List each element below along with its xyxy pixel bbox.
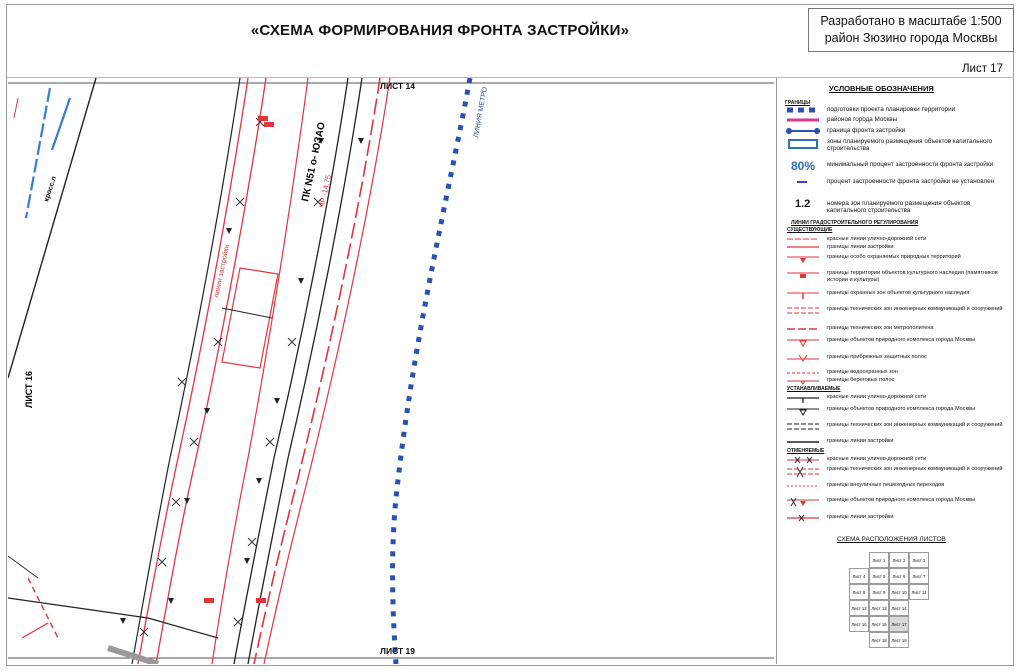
bottom-gray-road bbox=[107, 645, 159, 664]
black-line-3 bbox=[247, 78, 363, 664]
black-tech-symbol bbox=[787, 423, 819, 430]
sheet-cell: Лист 16 bbox=[849, 616, 869, 632]
legend-section-bounds: ГРАНИЦЫ bbox=[785, 100, 811, 106]
sheet-cell: Лист 5 bbox=[869, 568, 889, 584]
sheet-cell: Лист 7 bbox=[909, 568, 929, 584]
cancel-building-symbol bbox=[787, 514, 819, 522]
diag-black-line bbox=[8, 78, 97, 379]
triangle-marks bbox=[120, 138, 364, 624]
metro-tech-symbol bbox=[787, 328, 819, 330]
sheet-cell: Лист 14 bbox=[889, 600, 909, 616]
sheet-cell: Лист 12 bbox=[849, 600, 869, 616]
map-title: «СХЕМА ФОРМИРОВАНИЯ ФРОНТА ЗАСТРОЙКИ» bbox=[250, 22, 630, 39]
header-divider bbox=[6, 77, 1014, 78]
sheet-left-label: ЛИСТ 16 bbox=[24, 371, 34, 408]
magenta-line-symbol bbox=[787, 118, 819, 122]
sheet-top-label: ЛИСТ 14 bbox=[380, 81, 416, 91]
heritage-zone-symbol bbox=[787, 292, 819, 299]
zone-box-symbol bbox=[788, 139, 818, 149]
sheet-frame bbox=[6, 4, 1014, 666]
sheet-cell: Лист 9 bbox=[869, 584, 889, 600]
blue-line-b bbox=[50, 97, 72, 151]
shore-line-symbol bbox=[787, 380, 819, 385]
legend-title: УСЛОВНЫЕ ОБОЗНАЧЕНИЯ bbox=[829, 84, 934, 93]
sheet-cell: Лист 11 bbox=[909, 584, 929, 600]
legend-panel: УСЛОВНЫЕ ОБОЗНАЧЕНИЯ ГРАНИЦЫ подготовки … bbox=[776, 78, 1013, 664]
water-zone-symbol bbox=[787, 372, 819, 374]
red-line-symbol bbox=[787, 246, 819, 248]
tech-zone-symbol bbox=[787, 307, 819, 314]
sheet-layout-title: СХЕМА РАСПОЛОЖЕНИЯ ЛИСТОВ bbox=[837, 536, 946, 543]
bottom-left-line bbox=[8, 555, 39, 579]
legend-section-existing: СУЩЕСТВУЮЩИЕ bbox=[787, 227, 833, 233]
red-markers bbox=[204, 116, 274, 603]
red-line-1 bbox=[137, 78, 249, 664]
legend-section-established: УСТАНАВЛИВАЕМЫЕ bbox=[787, 386, 841, 392]
district-name: район Зюзино города Москвы bbox=[824, 31, 998, 45]
sheet-bottom-label: ЛИСТ 19 bbox=[380, 646, 416, 656]
red-dash-line bbox=[253, 78, 381, 664]
sheet-cell-current: Лист 17 bbox=[889, 616, 909, 632]
sheet-cell: Лист 3 bbox=[909, 552, 929, 568]
sheet-layout-grid: Лист 1 Лист 2 Лист 3 Лист 4 Лист 5 Лист … bbox=[849, 552, 949, 648]
legend-section-cancelled: ОТМЕНЯЕМЫЕ bbox=[787, 448, 825, 454]
metro-line-label: ЛИНИЯ МЕТРО bbox=[473, 86, 489, 138]
metro-line bbox=[390, 78, 473, 664]
bottom-red-dash bbox=[27, 577, 59, 639]
blue-dash-symbol bbox=[797, 181, 807, 183]
cross-marks bbox=[139, 117, 323, 637]
sheet-cell: Лист 1 bbox=[869, 552, 889, 568]
red-line-4 bbox=[263, 78, 391, 664]
protected-area-symbol bbox=[787, 256, 819, 263]
black-line-2 bbox=[233, 78, 349, 664]
black-line-1 bbox=[131, 78, 241, 664]
sheet-cell: Лист 8 bbox=[849, 584, 869, 600]
cancel-crossing-symbol bbox=[787, 485, 819, 487]
pct-symbol: 80% bbox=[791, 159, 816, 173]
nature-complex-symbol bbox=[787, 339, 819, 347]
red-line-3 bbox=[211, 78, 309, 664]
zone-block bbox=[221, 267, 279, 369]
map-area: ЛИСТ 16 ПК N51 о- ЮЗАО ЧР -14.75 ЛИНИЯ М… bbox=[8, 78, 774, 664]
red-dash-symbol bbox=[787, 238, 819, 240]
block-line bbox=[221, 307, 273, 319]
scale-stamp: Разработано в масштабе 1:500 район Зюзин… bbox=[808, 8, 1014, 52]
heritage-symbol bbox=[787, 272, 819, 278]
red-line-2 bbox=[155, 78, 267, 664]
cross-label: кросс.л bbox=[43, 176, 58, 203]
front-line-symbol bbox=[786, 128, 820, 134]
blue-line-a bbox=[24, 87, 52, 219]
blue-square-dash-symbol bbox=[787, 107, 819, 113]
black-nature-symbol bbox=[787, 408, 819, 416]
sheet-cell: Лист 13 bbox=[869, 600, 889, 616]
sheet-cell: Лист 2 bbox=[889, 552, 909, 568]
black-red-line-symbol bbox=[787, 397, 819, 403]
map-drawing: ЛИСТ 16 ПК N51 о- ЮЗАО ЧР -14.75 ЛИНИЯ М… bbox=[8, 78, 774, 664]
cancel-tech-symbol bbox=[787, 466, 819, 478]
sheet-number: Лист 17 bbox=[962, 63, 1003, 75]
small-red-mark bbox=[13, 97, 19, 119]
scale-note: Разработано в масштабе 1:500 bbox=[820, 14, 1002, 28]
zone-number-symbol: 1.2 bbox=[795, 198, 811, 210]
cancel-red-symbol bbox=[787, 456, 819, 464]
sheet-cell: Лист 6 bbox=[889, 568, 909, 584]
sheet-cell: Лист 19 bbox=[889, 632, 909, 648]
black-line-symbol bbox=[787, 441, 819, 443]
shore-strip-symbol bbox=[787, 354, 819, 362]
sheet-cell: Лист 10 bbox=[889, 584, 909, 600]
sheet-cell: Лист 18 bbox=[869, 632, 889, 648]
sheet-cell: Лист 4 bbox=[849, 568, 869, 584]
bottom-road bbox=[8, 597, 219, 639]
legend-section-lines: ЛИНИИ ГРАДОСТРОИТЕЛЬНОГО РЕГУЛИРОВАНИЯ bbox=[791, 220, 919, 226]
sheet-cell: Лист 16 bbox=[869, 616, 889, 632]
cancel-nature-symbol bbox=[787, 497, 819, 507]
pk-sublabel: ЧР -14.75 bbox=[317, 174, 333, 209]
bottom-red-short bbox=[21, 622, 49, 639]
